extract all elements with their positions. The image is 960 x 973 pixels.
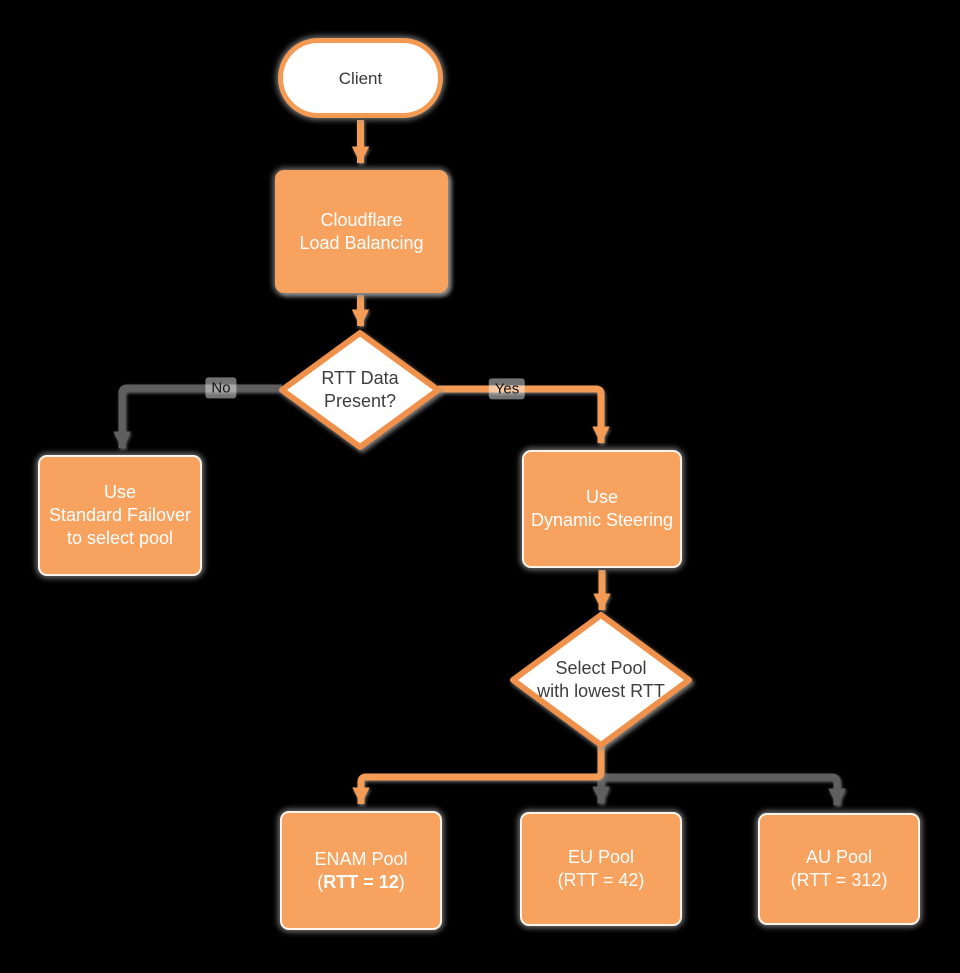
node-cloudflare-load-balancing: Cloudflare Load Balancing [275,170,448,293]
node-client: Client [278,38,443,118]
node-eu-pool: EU Pool (RTT = 42) [520,812,682,926]
standard-failover-line2: Standard Failover [48,505,192,525]
node-dynamic-steering: Use Dynamic Steering [522,450,682,568]
node-enam-pool: ENAM Pool (RTT = 12) [280,811,442,930]
au-pool-line1: AU Pool [805,847,873,867]
edge-no-to-standard-failover [113,384,282,449]
edge-yes-to-dynamic-steering [438,385,610,444]
cloudflare-lb-line2: Load Balancing [299,232,424,253]
edge-label-no: No [205,377,237,399]
decision-rtt-data-present-shape [279,330,441,450]
node-standard-failover: Use Standard Failover to select pool [38,455,202,576]
standard-failover-line3: to select pool [66,528,174,548]
eu-pool-line2: (RTT = 42) [557,870,645,890]
edge-to-au-pool [601,773,846,806]
cloudflare-lb-line1: Cloudflare [320,209,403,230]
enam-pool-paren-close: ) [398,871,405,892]
enam-pool-line2: (RTT = 12) [317,871,405,894]
edge-label-yes: Yes [488,378,526,400]
au-pool-line2: (RTT = 312) [790,870,888,890]
node-au-pool: AU Pool (RTT = 312) [758,813,920,925]
enam-pool-line1: ENAM Pool [314,848,408,869]
enam-pool-paren-open: ( [317,871,324,892]
dynamic-steering-line2: Dynamic Steering [530,510,674,530]
dynamic-steering-line1: Use [585,487,618,507]
edge-to-enam-pool [352,745,605,805]
standard-failover-line1: Use [103,482,136,502]
client-label: Client [338,68,383,88]
decision-select-pool-shape [510,612,692,748]
eu-pool-line1: EU Pool [567,847,635,867]
enam-pool-rtt-value: RTT = 12 [323,871,399,892]
